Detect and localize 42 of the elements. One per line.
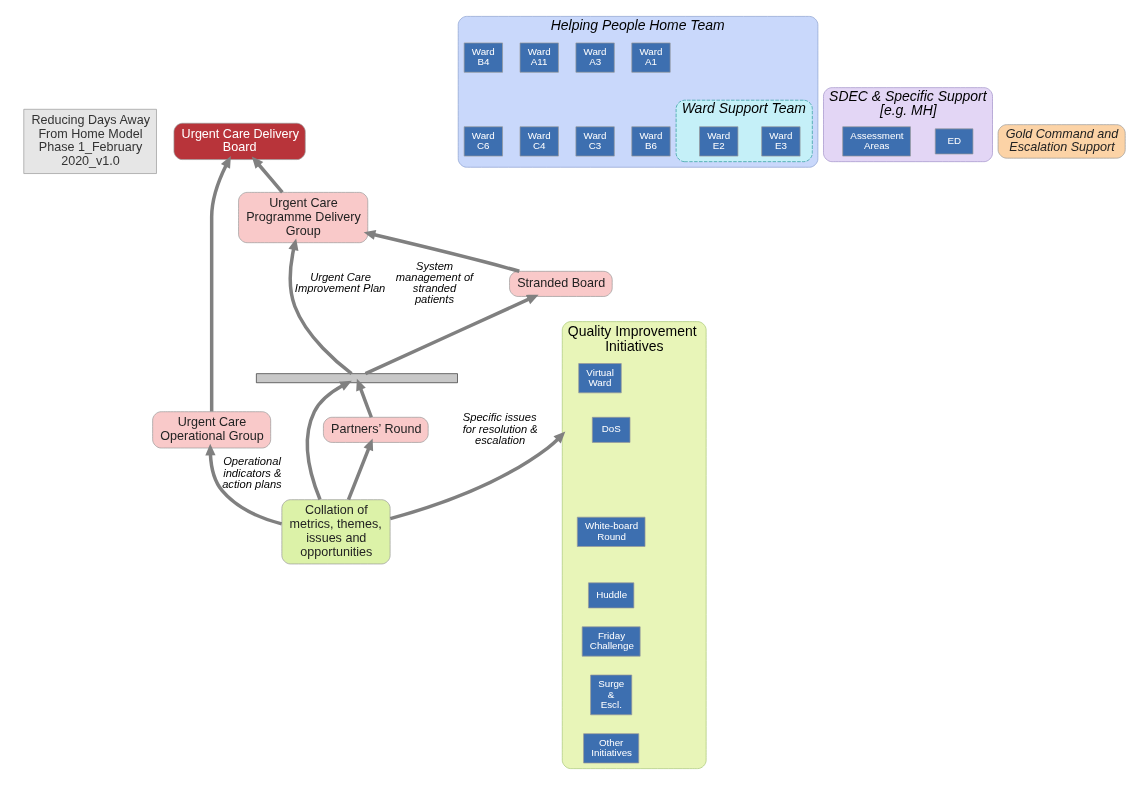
node-box: White-board Round (576, 516, 645, 547)
node-bar (255, 373, 458, 384)
node-box: Ward C6 (463, 126, 503, 157)
node-box: Ward E3 (760, 126, 800, 157)
arrow (209, 156, 231, 412)
node-box: ED (934, 128, 973, 155)
edge-label: Operational indicators & action plans (221, 455, 282, 490)
node-box: Huddle (587, 582, 634, 609)
node-box: DoS (591, 416, 630, 443)
arrow (305, 380, 352, 501)
node-box: Ward A3 (575, 42, 615, 73)
node-box: Ward B6 (630, 126, 671, 157)
node-box: Ward B4 (463, 42, 503, 73)
arrow (363, 229, 520, 273)
arrow (346, 438, 373, 501)
edge-label: Urgent Care Improvement Plan (294, 270, 385, 295)
arrow (364, 294, 539, 376)
arrow (204, 443, 282, 526)
node-box: Urgent Care Programme Delivery Group (237, 192, 368, 244)
node-label: Specific issues for resolution & escalation (462, 411, 538, 446)
node-box: Ward E2 (698, 126, 738, 157)
node-label: System management of stranded patients (395, 259, 473, 306)
arrow (355, 378, 373, 418)
node-box: Surge & Escl. (589, 674, 632, 716)
node-box: Ward C3 (575, 126, 615, 157)
node-box: Urgent Care Operational Group (151, 411, 271, 449)
node-box: Reducing Days Away From Home Model Phase 1_February 2020_v1.0 (22, 108, 157, 174)
node-box: Ward A11 (519, 42, 559, 73)
node-box: Assessment Areas (841, 126, 911, 157)
node-box: Friday Challenge (581, 626, 640, 657)
arrow (389, 431, 565, 521)
node-box: Partners’ Round (322, 416, 429, 443)
arrow (288, 238, 353, 375)
node-box: Urgent Care Delivery Board (173, 122, 306, 160)
node-box: Gold Command and Escalation Support (997, 124, 1126, 159)
node-box: Virtual Ward (577, 363, 622, 394)
node-box: Ward C4 (519, 126, 559, 157)
node-box: Ward A1 (630, 42, 671, 73)
arrow (251, 156, 284, 194)
node-box: Other Initiatives (582, 733, 639, 764)
node-box: Stranded Board (508, 270, 613, 297)
node-box: Collation of metrics, themes, issues and opportunities (281, 499, 390, 565)
